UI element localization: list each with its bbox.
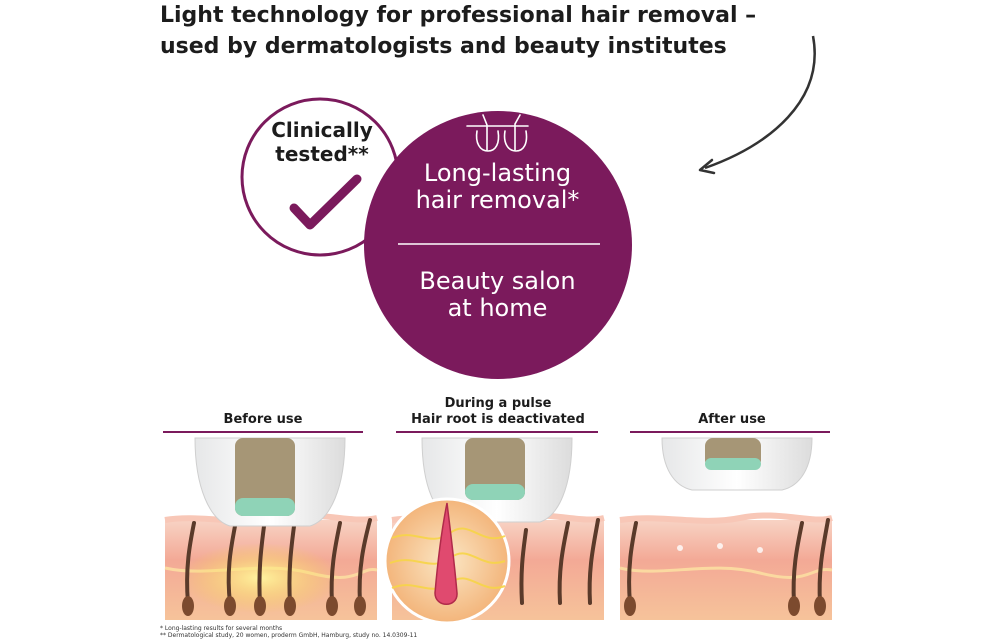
stage-during-line1: During a pulse (444, 396, 552, 411)
clinically-tested-badge (240, 97, 400, 257)
main-subtitle-line2: at home (447, 294, 548, 322)
main-circle (364, 111, 632, 379)
stage-after-line2: After use (698, 412, 766, 427)
main-subtitle: Beauty salon at home (385, 268, 610, 322)
headline: Light technology for professional hair r… (160, 0, 840, 62)
panel-before (164, 437, 378, 620)
checkmark-icon (289, 174, 362, 230)
footnote-2: ** Dermatological study, 20 women, prode… (160, 632, 418, 639)
badge-line1: Clinically (271, 118, 373, 142)
main-title: Long-lasting hair removal* (385, 160, 610, 214)
stage-before-line2: Before use (223, 412, 303, 427)
badge-line2: tested** (275, 142, 369, 166)
stage-label-after: After use (632, 396, 832, 428)
panel-after (619, 437, 833, 620)
stage-label-during: During a pulse Hair root is deactivated (398, 396, 598, 428)
stages-illustration (163, 431, 833, 625)
curved-arrow-icon (698, 35, 816, 175)
stage-during-line2: Hair root is deactivated (411, 412, 585, 427)
stage-before-line1 (163, 396, 363, 412)
main-subtitle-line1: Beauty salon (419, 267, 576, 295)
panel-during (383, 437, 605, 625)
stage-after-line1 (632, 396, 832, 412)
main-title-line1: Long-lasting (423, 159, 572, 187)
stage-label-before: Before use (163, 396, 363, 428)
clinically-tested-text: Clinically tested** (262, 118, 382, 166)
headline-line1: Light technology for professional hair r… (160, 3, 757, 28)
headline-line2: used by dermatologists and beauty instit… (160, 34, 727, 59)
footnote-1: * Long-lasting results for several month… (160, 625, 283, 632)
hair-follicle-icon (466, 114, 529, 152)
main-title-line2: hair removal* (415, 186, 580, 214)
